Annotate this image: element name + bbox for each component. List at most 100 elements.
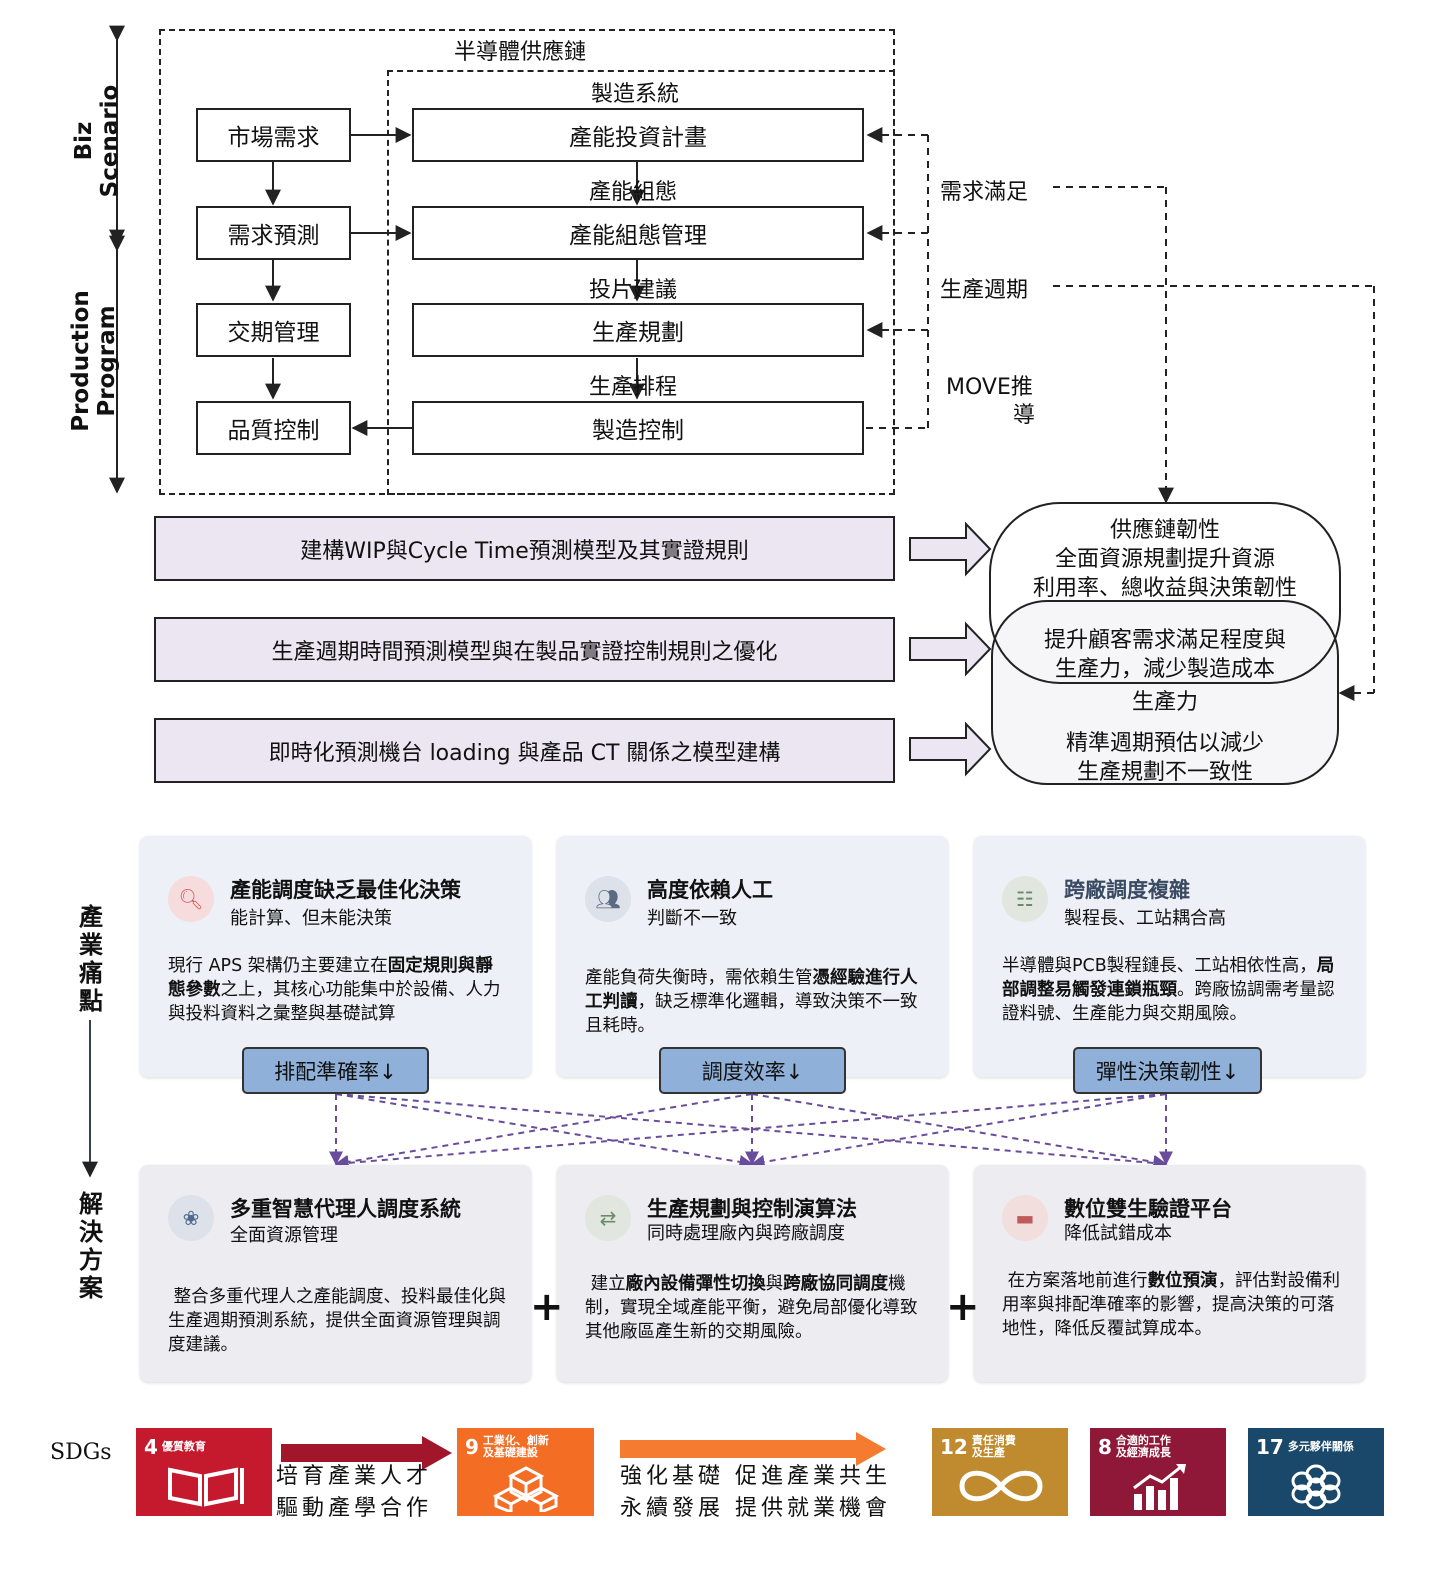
- card-subtitle: 降低試錯成本: [1064, 1223, 1172, 1244]
- card-title: 數位雙生驗證平台: [1064, 1197, 1232, 1221]
- sdg-goal-9: 9 工業化、創新 及基礎建設: [457, 1428, 594, 1516]
- block-arrows: [909, 521, 992, 777]
- sdg-header: 4 優質教育: [144, 1435, 206, 1459]
- sdg-name: 優質教育: [161, 1440, 206, 1453]
- box-delivery-mgmt: 交期管理: [196, 303, 351, 357]
- label-text: 解 決 方 案: [79, 1190, 103, 1302]
- outcome-customer-satisfaction: 提升顧客需求滿足程度與 生產力，減少製造成本: [992, 626, 1338, 684]
- pain-card-optimization: 🔍︎ 產能調度缺乏最佳化決策 能計算、但未能決策 現行 APS 架構仍主要建立在…: [140, 836, 531, 1077]
- metric-move-2: 導: [1013, 403, 1036, 428]
- sdg-arrows: [281, 1432, 886, 1470]
- box-market-demand: 市場需求: [196, 108, 351, 162]
- sdg-number: 17: [1256, 1435, 1284, 1459]
- sitemap-icon: ☷: [1002, 876, 1048, 922]
- sdg-name: 多元夥伴關係: [1287, 1440, 1354, 1453]
- solution-card-multi-agent: ❀ 多重智慧代理人調度系統 全面資源管理 整合多重代理人之產能調度、投料最佳化與…: [140, 1165, 531, 1382]
- card-subtitle: 判斷不一致: [647, 908, 737, 929]
- card-title: 高度依賴人工: [647, 878, 773, 902]
- card-body: 建立廠內設備彈性切換與跨廠協同調度機制，實現全域產能平衡，避免局部優化導致其他廠…: [585, 1274, 918, 1342]
- sdg-goal-17: 17 多元夥伴關係: [1248, 1428, 1384, 1516]
- sdg-number: 12: [940, 1435, 968, 1459]
- sdgs-label: SDGs: [50, 1440, 112, 1465]
- sdg-header: 9 工業化、創新 及基礎建設: [465, 1434, 549, 1460]
- card-subtitle: 能計算、但未能決策: [230, 908, 392, 929]
- crossing-arrows: [329, 1093, 1173, 1170]
- outcome-line: 提升顧客需求滿足程度與: [1043, 628, 1286, 653]
- pain-card-manual: 👥︎ 高度依賴人工 判斷不一致 產能負荷失衡時，需依賴生管憑經驗進行人工判讀，缺…: [557, 836, 948, 1077]
- mfg-system-title: 製造系統: [591, 82, 680, 107]
- outcome-supply-chain-resilience: 供應鏈韌性 全面資源規劃提升資源 利用率、總收益與決策韌性: [992, 516, 1338, 603]
- label-solution: 解 決 方 案: [76, 1190, 106, 1302]
- outcome-shapes: [989, 502, 1341, 785]
- project-loading-model: 即時化預測機台 loading 與產品 CT 關係之模型建構: [154, 718, 895, 783]
- outcome-line: 利用率、總收益與決策韌性: [1032, 576, 1297, 601]
- card-subtitle: 全面資源管理: [230, 1225, 338, 1246]
- sdg-name: 責任消費 及生產: [971, 1434, 1016, 1459]
- outcome-line: 生產規劃不一致性: [1076, 760, 1253, 785]
- box-capacity-config: 產能組態管理: [412, 206, 864, 260]
- plus-sign-2: +: [946, 1284, 980, 1330]
- card-title: 產能調度缺乏最佳化決策: [230, 878, 461, 902]
- label-text: 產 業 痛 點: [79, 903, 103, 1015]
- sdg-text-talent-1: 培育產業人才: [276, 1464, 433, 1489]
- outcome-productivity: 生產力 精準週期預估以減少 生產規劃不一致性: [992, 688, 1338, 787]
- card-body: 產能負荷失衡時，需依賴生管憑經驗進行人工判讀，缺乏標準化邏輯，導致決策不一致且耗…: [585, 968, 918, 1036]
- flow-label-wafer-start: 投片建議: [589, 278, 678, 303]
- sdg-name: 工業化、創新 及基礎建設: [482, 1434, 549, 1459]
- plus-sign-1: +: [530, 1284, 564, 1330]
- card-subtitle: 同時處理廠內與跨廠調度: [647, 1223, 845, 1244]
- card-body: 整合多重代理人之產能調度、投料最佳化與生產週期預測系統，提供全面資源管理與調度建…: [168, 1287, 507, 1355]
- partnership-flower-icon: [1291, 1464, 1341, 1510]
- card-body: 半導體與PCB製程鏈長、工站相依性高，局部調整易觸發連鎖瓶頸。跨廠協調需考量認證…: [1002, 956, 1335, 1024]
- outcome-line: 精準週期預估以減少: [1065, 731, 1264, 756]
- supply-chain-title: 半導體供應鏈: [454, 40, 587, 65]
- metric-demand-fulfill: 需求滿足: [940, 180, 1029, 205]
- metric-links: [1053, 186, 1375, 701]
- outcome-line: 供應鏈韌性: [1109, 518, 1220, 543]
- sdg-header: 17 多元夥伴關係: [1256, 1435, 1354, 1459]
- card-body: 在方案落地前進行數位預演，評估對設備利用率與排配準確率的影響，提高決策的可落地性…: [1002, 1271, 1341, 1339]
- sdg-number: 9: [465, 1435, 479, 1459]
- sdg-text-foundation-2: 永續發展 提供就業機會: [620, 1496, 891, 1521]
- label-industry-pain: 產 業 痛 點: [76, 903, 106, 1015]
- flow-label-config: 產能組態: [589, 180, 678, 205]
- card-subtitle: 製程長、工站耦合高: [1064, 908, 1226, 929]
- card-body: 現行 APS 架構仍主要建立在固定規則與靜態參數之上，其核心功能集中於設備、人力…: [168, 956, 501, 1024]
- exchange-icon: ⇄: [585, 1195, 631, 1241]
- sdg-number: 8: [1098, 1435, 1112, 1459]
- project-ct-prediction: 生產週期時間預測模型與在製品實證控制規則之優化: [154, 617, 895, 682]
- card-title: 跨廠調度複雜: [1064, 878, 1190, 902]
- solution-card-digital-twin: ▬ 數位雙生驗證平台 降低試錯成本 在方案落地前進行數位預演，評估對設備利用率與…: [974, 1165, 1365, 1382]
- outcome-line: 生產力: [1131, 690, 1198, 715]
- users-icon: 👥︎: [585, 876, 631, 922]
- box-capacity-investment: 產能投資計畫: [412, 108, 864, 162]
- feedback-loop: [866, 127, 929, 429]
- outcome-line: 生產力，減少製造成本: [1054, 657, 1275, 682]
- sdg-text-talent-2: 驅動產學合作: [276, 1496, 433, 1521]
- sdg-goal-8: 8 合適的工作 及經濟成長: [1090, 1428, 1226, 1516]
- project-wip-ct-model: 建構WIP與Cycle Time預測模型及其實證規則: [154, 516, 895, 581]
- brain-icon: ❀: [168, 1195, 214, 1241]
- sdg-header: 8 合適的工作 及經濟成長: [1098, 1434, 1171, 1460]
- metric-move-1: MOVE推: [946, 375, 1033, 400]
- search-minus-icon: 🔍︎: [168, 876, 214, 922]
- growth-chart-icon: [1133, 1464, 1186, 1510]
- vr-headset-icon: ▬: [1002, 1195, 1048, 1241]
- sdg-goal-4: 4 優質教育: [136, 1428, 272, 1516]
- metric-cycle-time: 生產週期: [940, 278, 1029, 303]
- mfg-system-container: [387, 70, 895, 495]
- sdg-text-foundation-1: 強化基礎 促進產業共生: [620, 1464, 891, 1489]
- card-title: 生產規劃與控制演算法: [647, 1197, 857, 1221]
- box-quality-control: 品質控制: [196, 401, 351, 455]
- sdg-name: 合適的工作 及經濟成長: [1115, 1434, 1171, 1459]
- sdg-goal-12: 12 責任消費 及生產: [932, 1428, 1068, 1516]
- card-title: 多重智慧代理人調度系統: [230, 1197, 461, 1221]
- cubes-icon: [492, 1466, 560, 1512]
- solution-card-algorithm: ⇄ 生產規劃與控制演算法 同時處理廠內與跨廠調度 建立廠內設備彈性切換與跨廠協同…: [557, 1165, 948, 1382]
- box-production-planning: 生產規劃: [412, 303, 864, 357]
- box-mfg-control: 製造控制: [412, 401, 864, 455]
- infinity-icon: [959, 1470, 1043, 1502]
